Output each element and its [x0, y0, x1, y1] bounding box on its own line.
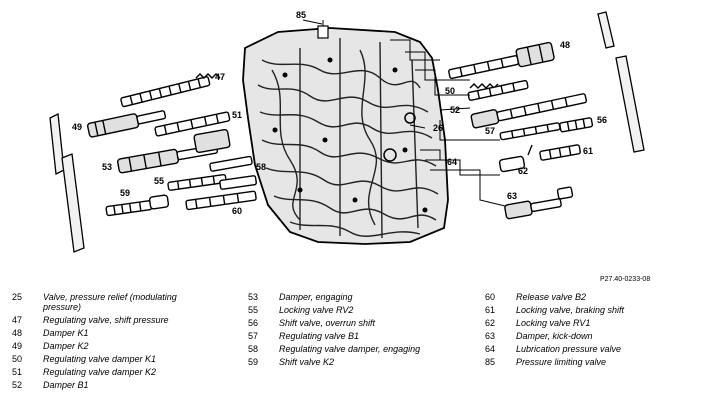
callout-48: 48 [560, 40, 570, 50]
legend-number: 50 [12, 354, 23, 364]
callout-52: 52 [450, 105, 460, 115]
legend-number: 61 [485, 305, 496, 315]
legend-row: 50 Regulating valve damper K1 [12, 354, 212, 364]
legend-text: Shift valve, overrun shift [279, 318, 376, 328]
legend-row: 47 Regulating valve, shift pressure [12, 315, 212, 325]
legend-number: 48 [12, 328, 23, 338]
legend-text: Damper, engaging [279, 292, 353, 302]
leader-lines [302, 19, 506, 207]
legend-row: 49 Damper K2 [12, 341, 212, 351]
legend-text: Locking valve RV1 [516, 318, 591, 328]
legend-number: 49 [12, 341, 23, 351]
legend-row: 51 Regulating valve damper K2 [12, 367, 212, 377]
callout-labels: 85 47 48 49 50 51 52 26 53 57 56 58 64 5… [72, 10, 607, 216]
legend-text: Damper, kick-down [516, 331, 593, 341]
legend-column-2: 53 Damper, engaging 55 Locking valve RV2 5… [248, 292, 478, 370]
legend-number: 52 [12, 380, 23, 390]
legend-number: 47 [12, 315, 23, 325]
callout-49: 49 [72, 122, 82, 132]
legend-row: 58 Regulating valve damper, engaging [248, 344, 478, 354]
legend-number: 64 [485, 344, 496, 354]
callout-61: 61 [583, 146, 593, 156]
callout-62: 62 [518, 166, 528, 176]
legend-column-3: 60 Release valve B2 61 Locking valve, brak… [485, 292, 700, 370]
legend-number: 58 [248, 344, 259, 354]
cover-plate-left [49, 112, 85, 253]
callout-58: 58 [256, 162, 266, 172]
figure-reference: P27.40-0233-08 [600, 276, 651, 283]
callout-64: 64 [447, 157, 457, 167]
legend-row: 62 Locking valve RV1 [485, 318, 700, 328]
callout-85: 85 [296, 10, 306, 20]
valve-parts-right [448, 41, 594, 220]
legend-text: Regulating valve B1 [279, 331, 360, 341]
cover-plate-right [597, 11, 645, 153]
callout-60: 60 [232, 206, 242, 216]
legend-row: 60 Release valve B2 [485, 292, 700, 302]
legend-number: 51 [12, 367, 23, 377]
legend-text: Valve, pressure relief (modulating press… [43, 292, 177, 312]
legend-text: Regulating valve damper K2 [43, 367, 157, 377]
legend-column-1: 25 Valve, pressure relief (modulating pre… [12, 292, 212, 393]
legend-row: 61 Locking valve, braking shift [485, 305, 700, 315]
valve-parts-left [86, 73, 257, 217]
legend-number: 57 [248, 331, 259, 341]
legend-number: 59 [248, 357, 259, 367]
legend-row: 64 Lubrication pressure valve [485, 344, 700, 354]
legend-text: Shift valve K2 [279, 357, 335, 367]
legend-number: 60 [485, 292, 496, 302]
legend-text: Damper K2 [43, 341, 89, 351]
legend-number: 53 [248, 292, 259, 302]
callout-26: 26 [433, 123, 443, 133]
legend-row: 56 Shift valve, overrun shift [248, 318, 478, 328]
legend-row: 59 Shift valve K2 [248, 357, 478, 367]
callout-56: 56 [597, 115, 607, 125]
legend-row: 52 Damper B1 [12, 380, 212, 390]
legend-text: Lubrication pressure valve [516, 344, 622, 354]
legend-number: 62 [485, 318, 496, 328]
callout-53: 53 [102, 162, 112, 172]
callout-59: 59 [120, 188, 130, 198]
legend-text: Damper B1 [43, 380, 89, 390]
legend-text: Locking valve, braking shift [516, 305, 625, 315]
legend-text: Regulating valve damper, engaging [279, 344, 421, 354]
legend-number: 63 [485, 331, 496, 341]
callout-51: 51 [232, 110, 242, 120]
callout-50: 50 [445, 86, 455, 96]
legend-row: 48 Damper K1 [12, 328, 212, 338]
valve-body-exploded-diagram: 85 47 48 49 50 51 52 26 53 57 56 58 64 5… [49, 10, 645, 253]
legend-text: Locking valve RV2 [279, 305, 354, 315]
legend-row: 53 Damper, engaging [248, 292, 478, 302]
valve-body-housing [242, 20, 449, 245]
legend-text: Regulating valve, shift pressure [43, 315, 169, 325]
callout-63: 63 [507, 191, 517, 201]
legend-row: 55 Locking valve RV2 [248, 305, 478, 315]
legend-number: 25 [12, 292, 23, 302]
legend-text: Damper K1 [43, 328, 89, 338]
legend-number: 55 [248, 305, 259, 315]
legend-row: 25 Valve, pressure relief (modulating pre… [12, 292, 212, 312]
legend-text: Regulating valve damper K1 [43, 354, 157, 364]
callout-55: 55 [154, 176, 164, 186]
legend-row: 63 Damper, kick-down [485, 331, 700, 341]
legend-text: Pressure limiting valve [516, 357, 607, 367]
legend-number: 85 [485, 357, 496, 367]
legend-row: 85 Pressure limiting valve [485, 357, 700, 367]
legend-row: 57 Regulating valve B1 [248, 331, 478, 341]
callout-47: 47 [215, 72, 225, 82]
callout-57: 57 [485, 126, 495, 136]
legend-number: 56 [248, 318, 259, 328]
legend-text: Release valve B2 [516, 292, 587, 302]
